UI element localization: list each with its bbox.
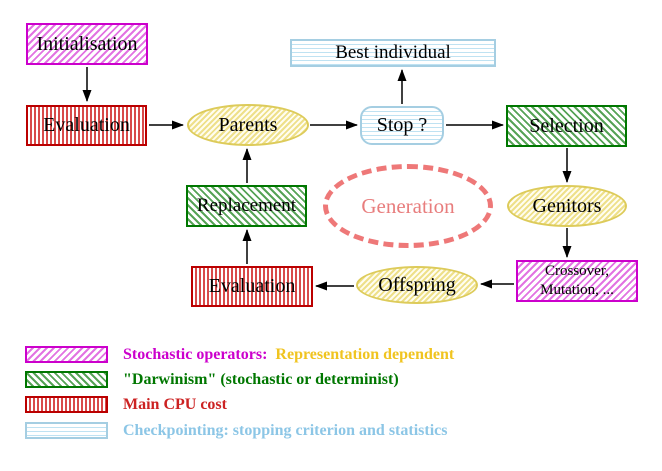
node-best-individual-label: Best individual [335,42,451,64]
node-offspring-label: Offspring [378,273,456,296]
node-genitors-label: Genitors [532,194,602,217]
legend-swatch-red-stripes [25,396,108,413]
node-evaluation-top-label: Evaluation [43,114,130,136]
legend-darwinism-label: "Darwinism" (stochastic or determinist) [123,370,399,388]
legend-row-cpu: Main CPU cost [25,395,227,414]
node-evaluation-bottom-label: Evaluation [208,275,296,297]
node-parents-label: Parents [218,113,278,136]
node-selection: Selection [506,105,627,147]
legend-representation-label: Representation dependent [275,345,455,363]
legend-row-checkpointing: Checkpointing: stopping criterion and st… [25,421,447,440]
legend-swatch-green-hatch [25,371,108,388]
node-stop: Stop ? [360,106,444,145]
legend-checkpoint-label: Checkpointing: stopping criterion and st… [123,421,448,439]
node-generation: Generation [323,164,493,248]
node-parents: Parents [187,104,309,146]
node-evaluation-top: Evaluation [26,105,147,146]
node-initialisation: Initialisation [26,23,148,65]
node-mutation-label: Mutation, ... [540,282,614,298]
node-evaluation-bottom: Evaluation [191,266,313,307]
node-stop-label: Stop ? [376,114,428,136]
legend-row-darwinism: "Darwinism" (stochastic or determinist) [25,370,399,389]
node-offspring: Offspring [356,266,478,304]
node-crossover-label: Crossover, [545,263,609,280]
node-generation-label: Generation [361,193,455,218]
node-selection-label: Selection [529,114,604,137]
node-best-individual: Best individual [290,39,496,67]
node-replacement-label: Replacement [196,195,297,217]
node-genitors: Genitors [507,185,627,227]
node-replacement: Replacement [186,185,307,227]
node-crossover-mutation: Crossover, Mutation, ... [516,260,638,302]
legend-row-stochastic: Stochastic operators: Representation dep… [25,345,454,364]
legend-swatch-cyan-stripes [25,422,108,439]
legend-cpu-label: Main CPU cost [123,395,227,413]
legend-swatch-magenta-hatch [25,346,108,363]
node-initialisation-label: Initialisation [36,32,138,55]
legend-stochastic-label: Stochastic operators: [123,345,268,363]
